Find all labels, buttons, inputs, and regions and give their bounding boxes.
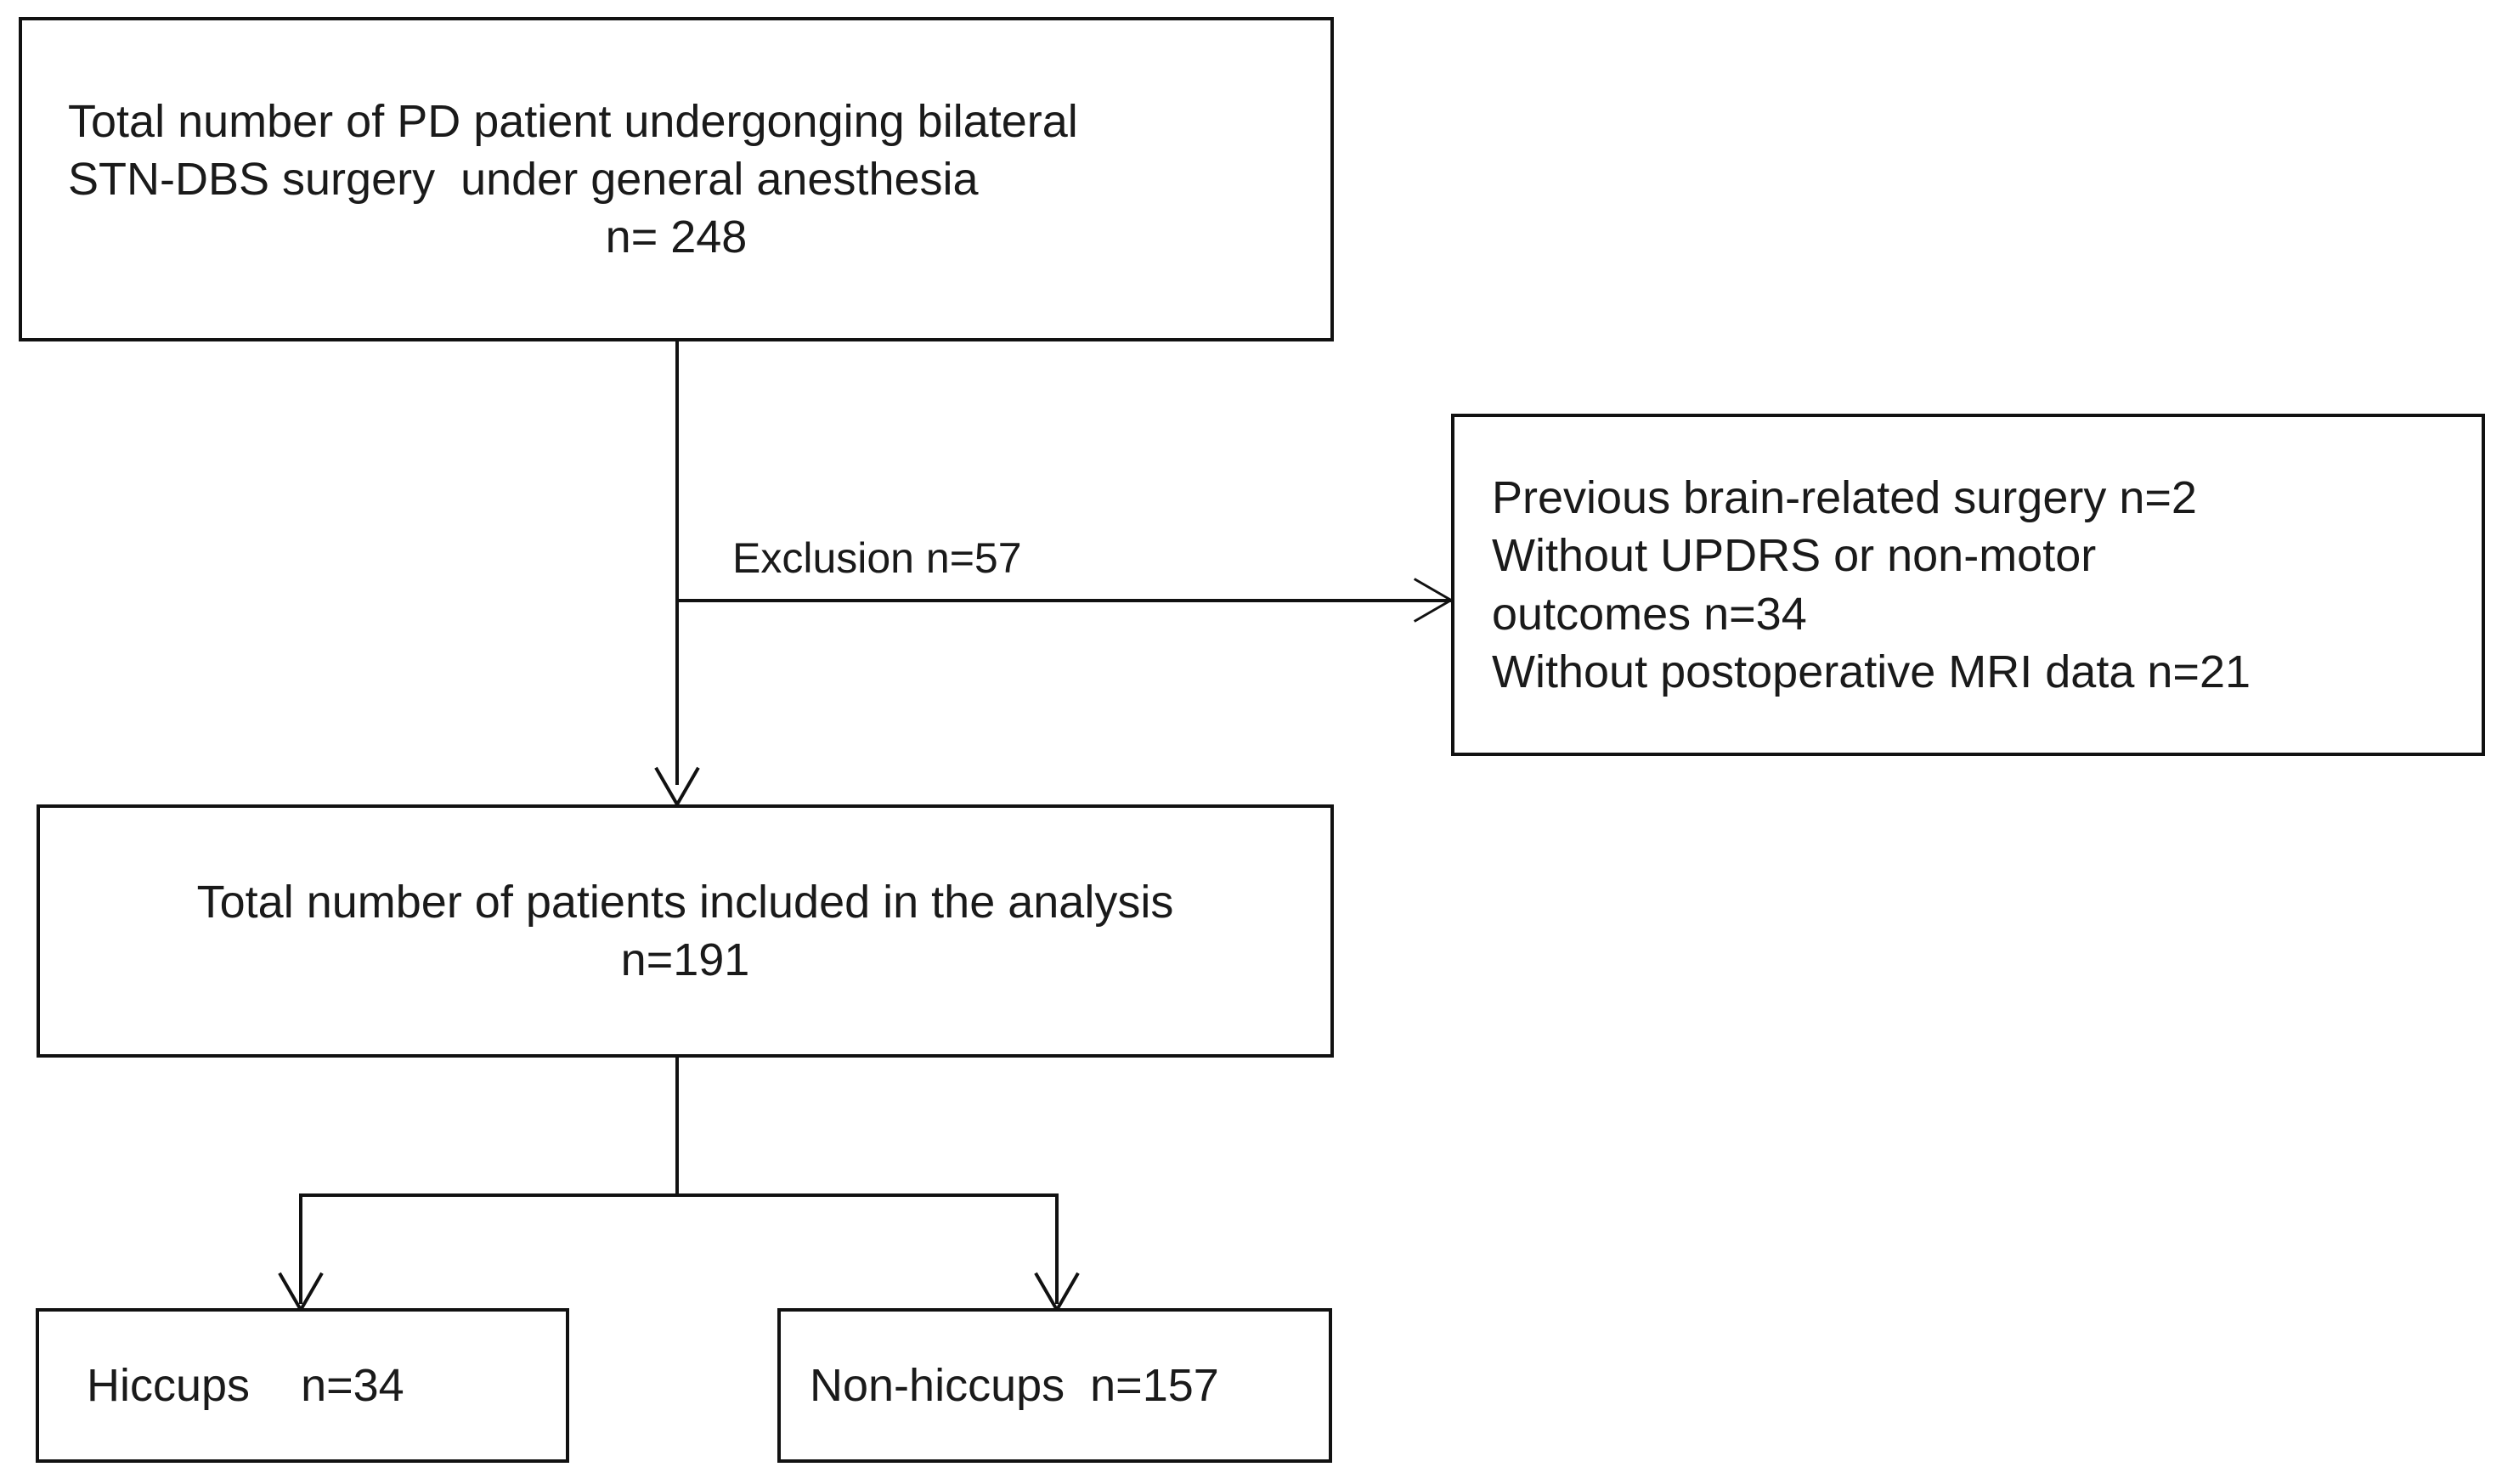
box-non-hiccups-group: Non-hiccups n=157 <box>777 1308 1332 1463</box>
box-included-in-analysis: Total number of patients included in the… <box>37 804 1334 1058</box>
arrowhead-into-non-hiccups <box>1034 1271 1080 1310</box>
box-hiccups-group: Hiccups n=34 <box>36 1308 569 1463</box>
connector-to-hiccups <box>299 1193 302 1304</box>
box-non-hiccups-label: Non-hiccups n=157 <box>810 1359 1219 1411</box>
box-total-count: n= 248 <box>605 212 748 263</box>
connector-split-bar <box>299 1193 1059 1197</box>
box-total-line1: Total number of PD patient undergonging … <box>68 95 1078 147</box>
exclusion-reason-1: Previous brain-related surgery n=2 <box>1492 472 2197 524</box>
exclusion-reason-2a: Without UPDRS or non-motor <box>1492 530 2097 582</box>
connector-total-to-included <box>675 341 679 785</box>
box-included-count: n=191 <box>620 934 750 985</box>
arrowhead-into-hiccups <box>278 1271 324 1310</box>
connector-included-stem <box>675 1058 679 1197</box>
arrowhead-into-included <box>654 765 700 804</box>
box-total-enrolled: Total number of PD patient undergonging … <box>19 17 1334 341</box>
box-included-line1: Total number of patients included in the… <box>196 876 1174 928</box>
exclusion-reason-3: Without postoperative MRI data n=21 <box>1492 646 2251 697</box>
box-exclusion-reasons: Previous brain-related surgery n=2 Witho… <box>1451 414 2485 756</box>
edge-label-exclusion: Exclusion n=57 <box>732 534 1022 582</box>
exclusion-reason-2b: outcomes n=34 <box>1492 588 1807 640</box>
box-total-line2: STN-DBS surgery under general anesthesia <box>68 153 979 205</box>
arrowhead-into-exclusion <box>1412 578 1451 624</box>
connector-to-non-hiccups <box>1055 1193 1059 1304</box>
box-hiccups-label: Hiccups n=34 <box>87 1359 404 1411</box>
connector-exclusion-branch <box>675 599 1453 602</box>
